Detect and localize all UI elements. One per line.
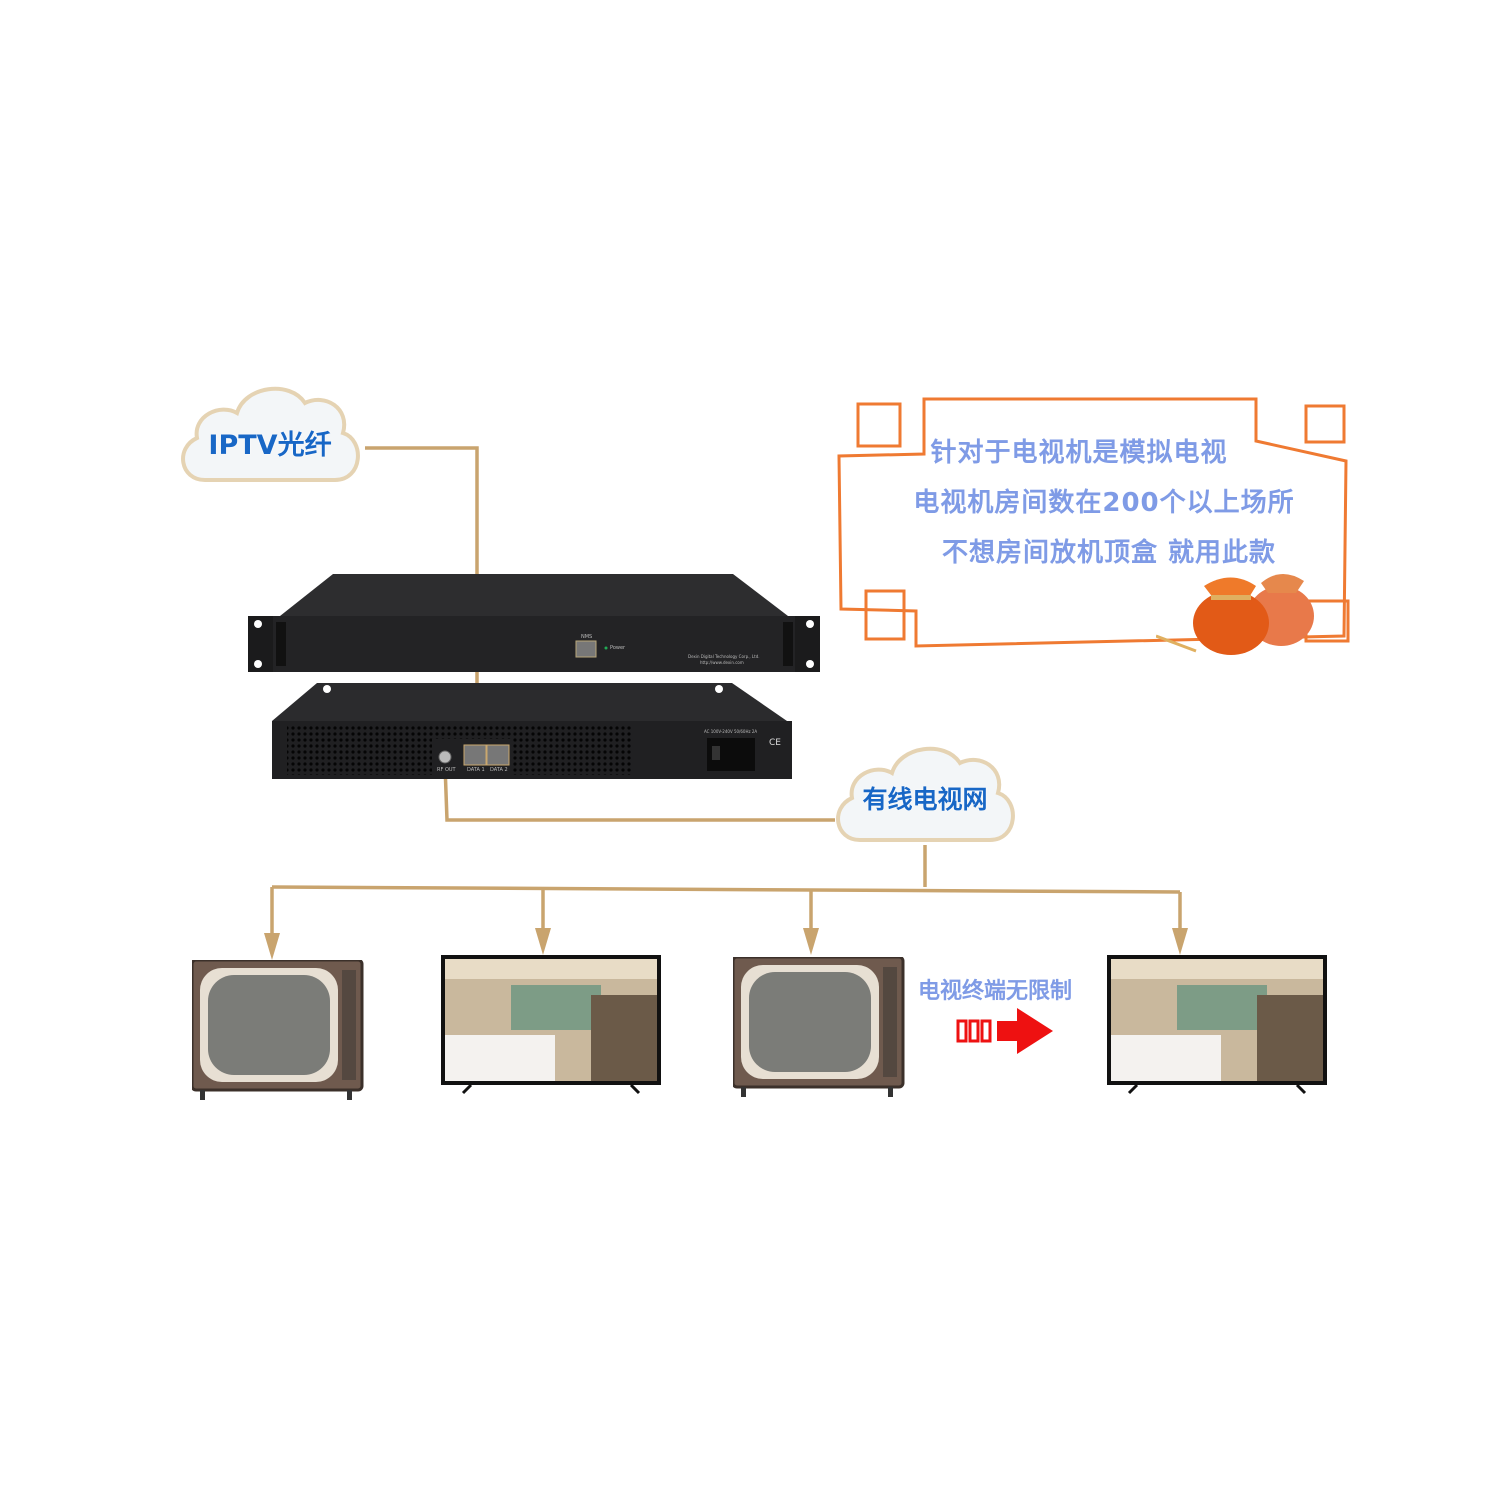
iptv-cloud-label: IPTV光纤: [208, 430, 332, 461]
crt-tv: [190, 958, 364, 1100]
arrow-down-icon: [1172, 928, 1188, 955]
promo-frame: 针对于电视机是模拟电视 电视机房间数在200个以上场所 不想房间放机顶盒 就用此…: [836, 396, 1352, 655]
terminals-caption: 电视终端无限制: [918, 979, 1073, 1004]
modulator-front-panel: NMS Power Dexin Digital Technology Corp.…: [248, 574, 820, 672]
nms-port: [575, 640, 597, 658]
flat-tv: [441, 955, 661, 1095]
ce-mark: CE: [769, 738, 781, 748]
iptv-cloud: IPTV光纤: [175, 378, 365, 486]
rf-out-connector: [438, 750, 452, 764]
rf-line: [443, 764, 835, 822]
data2-port: [486, 744, 510, 766]
data1-port: [463, 744, 487, 766]
money-bags-icon: [1156, 573, 1314, 655]
cloud-icon: [181, 386, 360, 482]
promo-line: 针对于电视机是模拟电视: [930, 438, 1228, 468]
maker-label: Dexin Digital Technology Corp., Ltd.: [688, 654, 760, 659]
power-led: [604, 646, 608, 650]
promo-line: 电视机房间数在200个以上场所: [913, 488, 1295, 518]
data1-label: DATA 1: [467, 767, 485, 773]
arrow-down-icon: [264, 933, 280, 960]
red-arrow-icon: [956, 1008, 1053, 1054]
promo-line: 不想房间放机顶盒 就用此款: [941, 538, 1277, 568]
power-switch: [712, 746, 720, 760]
rf-out-label: RF OUT: [437, 767, 456, 773]
flat-tv: [1107, 955, 1327, 1095]
catv-cloud-label: 有线电视网: [862, 785, 988, 814]
arrow-down-icon: [535, 928, 551, 955]
cloud-icon: [836, 746, 1015, 842]
power-label: Power: [610, 645, 626, 651]
crt-tv: [731, 955, 905, 1097]
nms-label: NMS: [581, 634, 593, 640]
catv-cloud: 有线电视网: [830, 738, 1020, 846]
power-rating-label: AC 100V-240V 50/60Hz 2A: [704, 729, 758, 734]
data2-label: DATA 2: [490, 767, 508, 773]
modulator-rear-panel: RF OUT DATA 1 DATA 2 AC 100V-240V 50/60H…: [272, 683, 792, 779]
distribution-bus: [271, 885, 1181, 894]
maker-url: http://www.dexin.com: [700, 660, 744, 665]
arrow-down-icon: [803, 928, 819, 955]
